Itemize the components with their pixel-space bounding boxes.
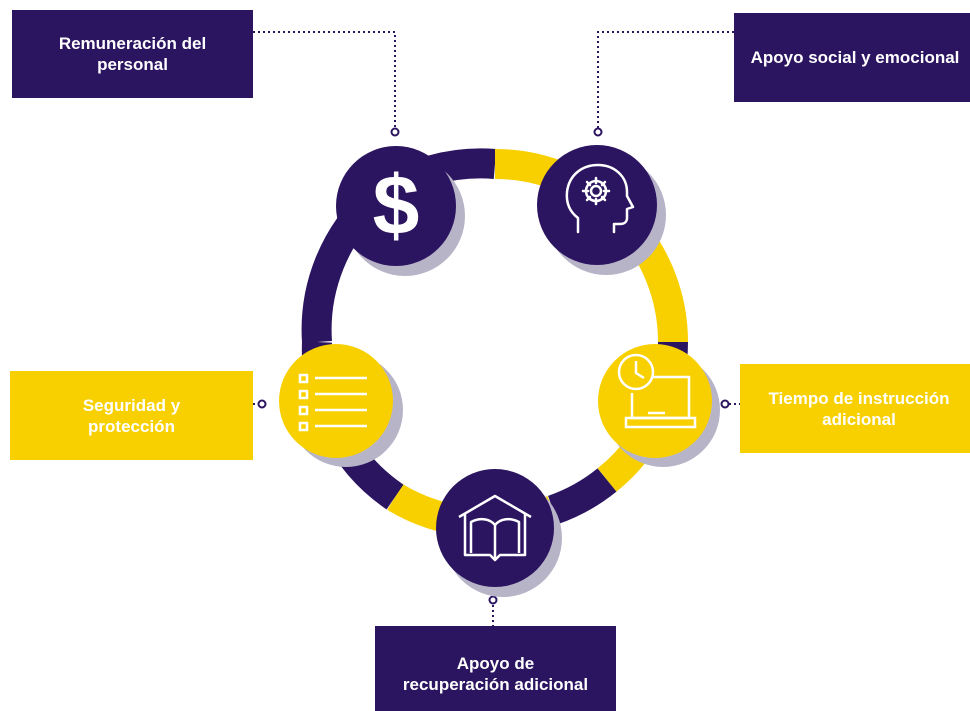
label-tiempo: Tiempo de instrucción adicional — [768, 388, 950, 429]
dot-recuperacion — [488, 595, 498, 605]
label-seguridad: Seguridad y protección — [82, 395, 181, 436]
clock-laptop-icon — [617, 353, 697, 429]
node-remuneracion: $ — [336, 146, 465, 276]
label-box-remuneracion: Remuneración del personal — [12, 10, 253, 98]
dot-tiempo — [720, 399, 730, 409]
connectors — [253, 31, 740, 626]
label-box-recuperacion: Apoyo de recuperación adicional — [375, 626, 616, 711]
connector-dots — [257, 127, 730, 605]
ring-segment-bottom-right-dark — [547, 468, 617, 525]
book-house-icon — [458, 494, 532, 562]
node-tiempo — [598, 344, 720, 467]
node-circle — [537, 145, 657, 265]
connector-apoyo-social — [597, 31, 734, 128]
label-box-tiempo: Tiempo de instrucción adicional — [740, 364, 970, 453]
dollar-icon: $ — [373, 158, 420, 252]
node-circle — [598, 344, 712, 458]
label-recuperacion: Apoyo de recuperación adicional — [402, 653, 589, 694]
dot-remuneracion — [390, 127, 400, 137]
dot-apoyo-social — [593, 127, 603, 137]
node-circle — [279, 344, 393, 458]
label-box-seguridad: Seguridad y protección — [10, 371, 253, 460]
dot-seguridad — [257, 399, 267, 409]
checklist-icon — [298, 373, 367, 432]
head-gear-icon — [565, 163, 635, 234]
node-circle — [336, 146, 456, 266]
label-remuneracion: Remuneración del personal — [58, 34, 207, 74]
node-recuperacion — [436, 469, 562, 597]
label-apoyo-social: Apoyo social y emocional — [750, 48, 960, 67]
label-box-apoyo-social: Apoyo social y emocional — [734, 13, 970, 102]
node-apoyo-social — [537, 145, 666, 275]
node-seguridad — [279, 344, 403, 467]
connector-remuneracion — [253, 31, 396, 128]
